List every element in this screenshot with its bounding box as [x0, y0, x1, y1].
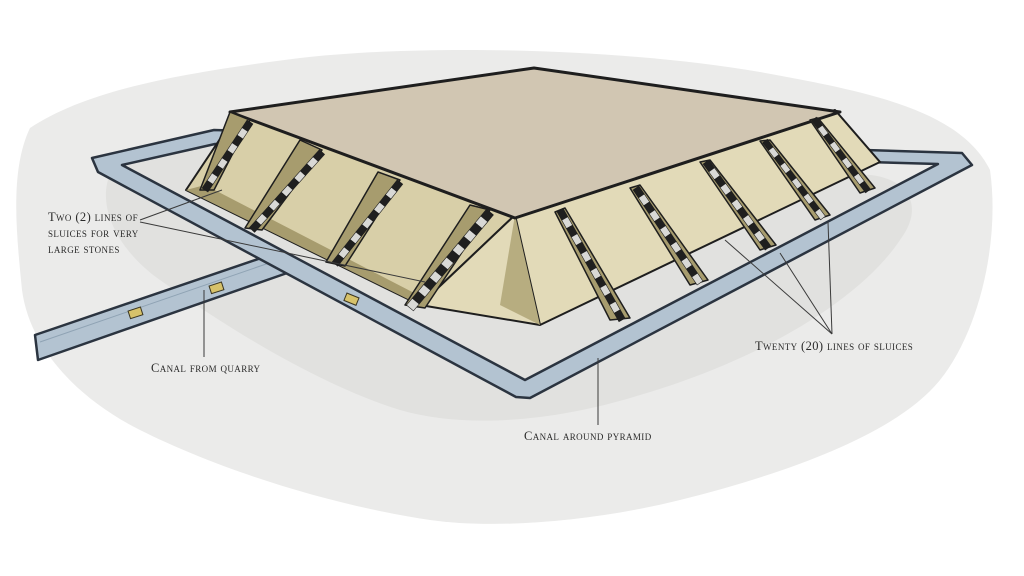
label-canal-from-quarry: Canal from quarry [151, 361, 261, 375]
label-large-sluices-line-3: large stones [48, 242, 120, 256]
sluice-step [814, 208, 826, 221]
boat-3 [343, 292, 360, 306]
label-sluices: Twenty (20) lines of sluices [755, 339, 914, 353]
sluice-step [759, 237, 772, 251]
sluice-stairs [201, 116, 871, 323]
boat-2 [208, 281, 225, 295]
leader-sluices-3 [827, 221, 833, 335]
pyramid-top [228, 66, 842, 220]
boat-1 [127, 306, 144, 320]
sluice-step [859, 180, 871, 194]
sluice-step [613, 309, 626, 323]
label-large-sluices-line-1: Two (2) lines of [48, 210, 138, 224]
leader-large-sluices-1 [139, 189, 223, 221]
sluice-step [201, 180, 214, 193]
leader-lines [139, 189, 833, 425]
label-canal-around-pyramid: Canal around pyramid [524, 429, 652, 443]
sluice-step [406, 297, 420, 312]
leader-sluices-1 [724, 239, 833, 335]
sluice-step [691, 272, 704, 286]
canal-boats [127, 281, 360, 320]
leader-large-sluices-2 [139, 221, 426, 283]
sluice-step [248, 220, 262, 233]
leader-sluices-2 [779, 252, 833, 335]
label-large-sluices-line-2: sluices for very [48, 226, 139, 240]
label-large-sluices: Two (2) lines of sluices for very large … [48, 209, 139, 257]
